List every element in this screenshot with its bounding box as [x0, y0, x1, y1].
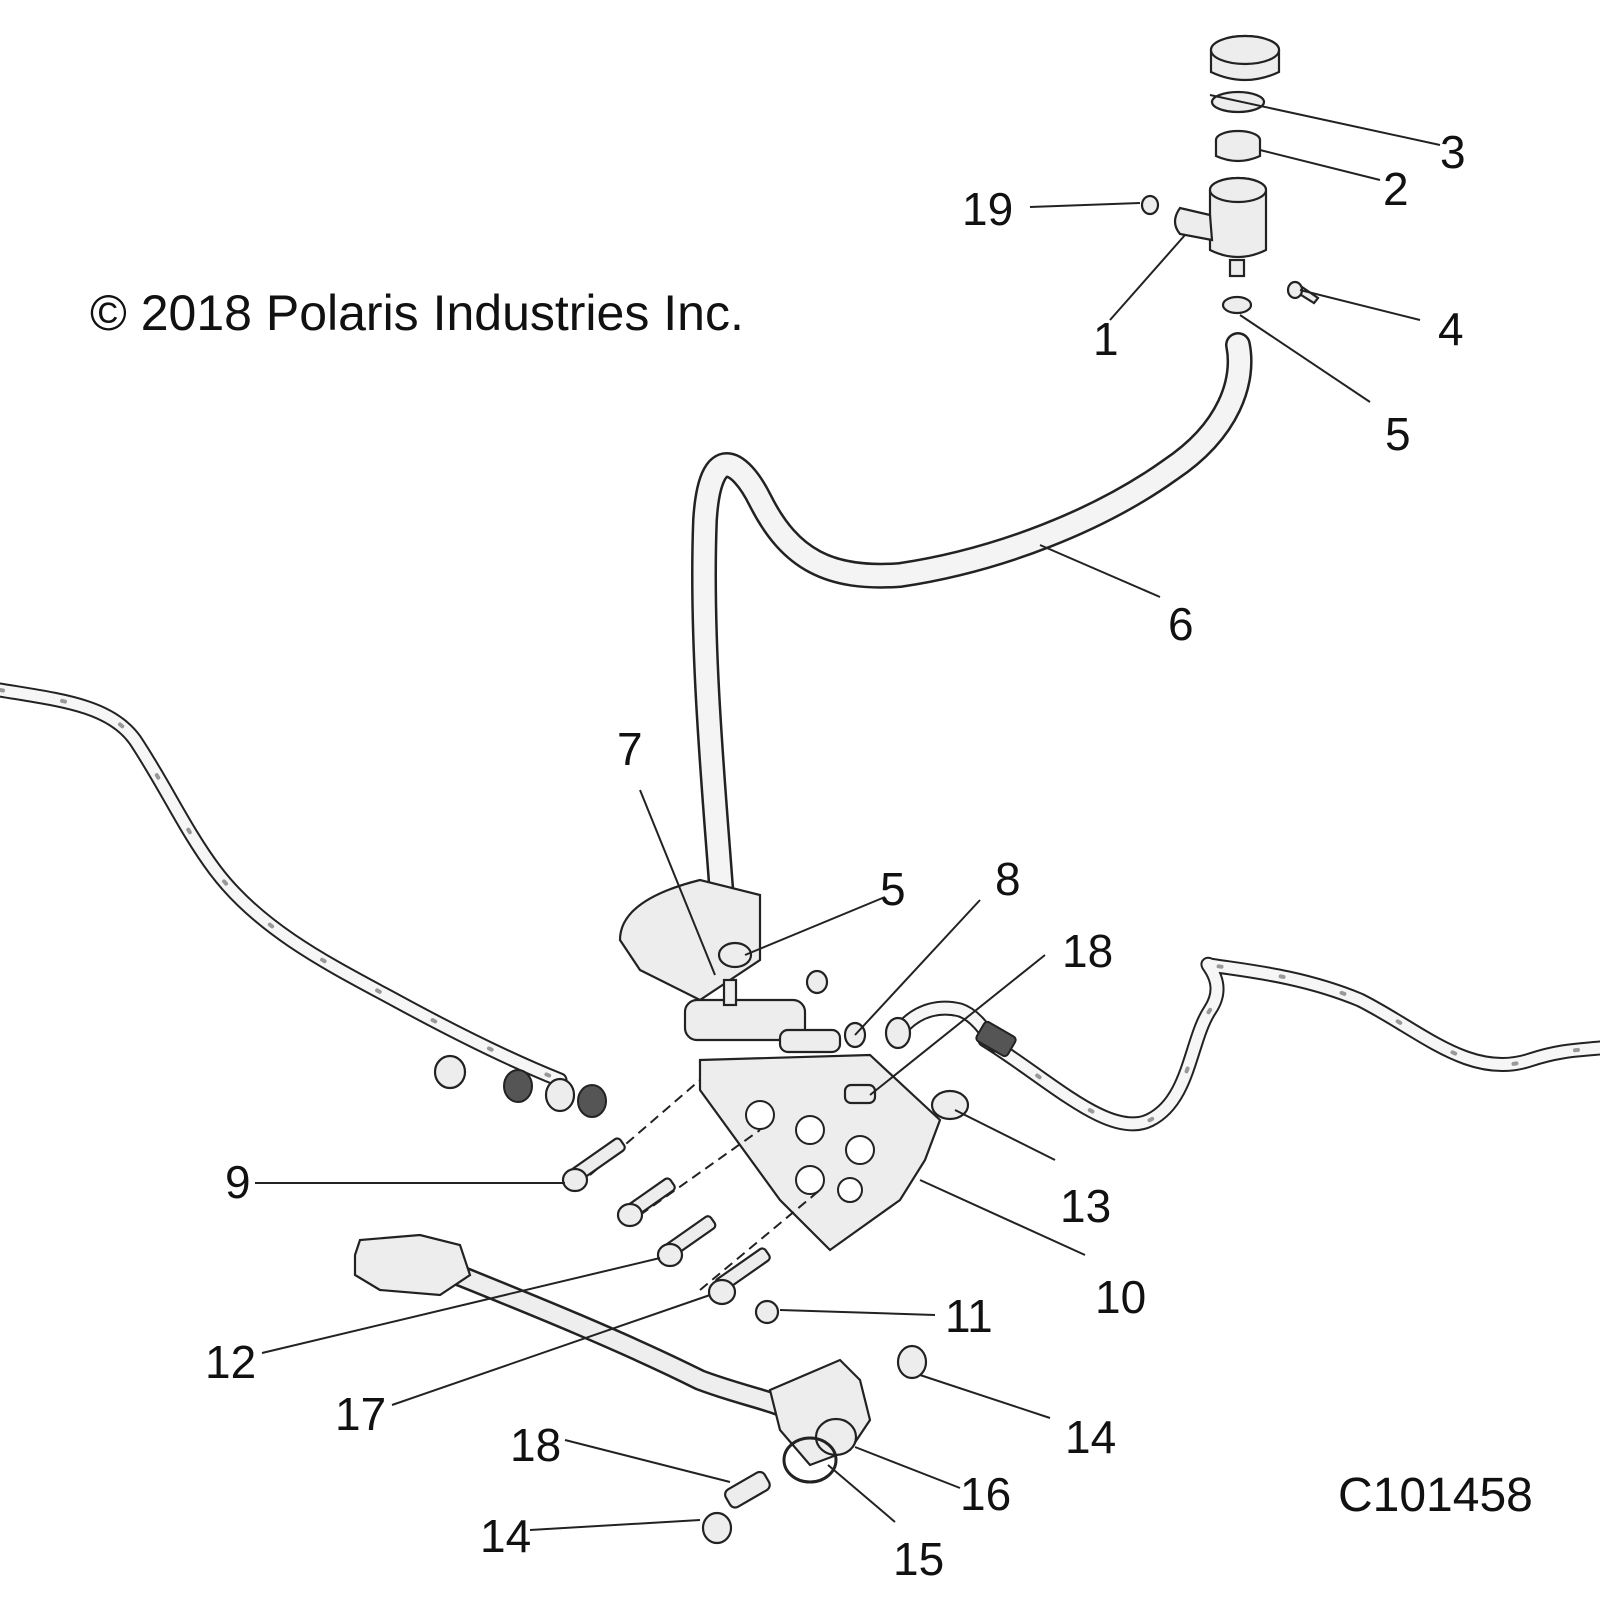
leader-lines: [255, 94, 1441, 1531]
brake-pedal: [353, 1233, 928, 1545]
callout-18-upper: 18: [1062, 925, 1113, 977]
callout-2: 2: [1383, 163, 1409, 215]
callout-12: 12: [205, 1336, 256, 1388]
callout-6: 6: [1168, 598, 1194, 650]
master-cylinder: [683, 998, 807, 1042]
callout-19: 19: [962, 183, 1013, 235]
callout-18-lower: 18: [510, 1419, 561, 1471]
callout-14-upper: 14: [1065, 1411, 1116, 1463]
reservoir-assembly: [1140, 34, 1320, 315]
callout-9: 9: [225, 1156, 251, 1208]
callout-10: 10: [1095, 1271, 1146, 1323]
callout-1: 1: [1093, 313, 1119, 365]
nut: [1140, 194, 1160, 216]
right-brake-line: [884, 956, 1600, 1132]
hose-clamp-lower: [717, 941, 753, 969]
line-fittings: [433, 1054, 607, 1118]
callout-5-upper: 5: [1385, 408, 1411, 460]
bolts: [561, 1079, 821, 1325]
callout-8: 8: [995, 853, 1021, 905]
callouts: 3 2 19 1 4 5 6 7 5 8 18 9 13 10 11 12 17…: [205, 126, 1466, 1585]
callout-15: 15: [893, 1533, 944, 1585]
heat-shield: [618, 878, 762, 1002]
master-cylinder-assembly: [618, 878, 970, 1252]
pedal-pad: [353, 1233, 472, 1297]
hose-clamp: [1221, 295, 1253, 315]
pivot-sleeve: [843, 1083, 877, 1105]
bushing-14-upper: [896, 1344, 928, 1380]
left-brake-line: [0, 682, 568, 1088]
return-spring: [782, 1436, 838, 1484]
callout-13: 13: [1060, 1180, 1111, 1232]
callout-4: 4: [1438, 303, 1464, 355]
pivot-sleeve-lower: [724, 1470, 771, 1509]
bushing-14-lower: [701, 1511, 733, 1545]
callout-16: 16: [960, 1468, 1011, 1520]
callout-11: 11: [945, 1290, 993, 1342]
figure-id: C101458: [1338, 1469, 1533, 1522]
callout-14-lower: 14: [480, 1510, 531, 1562]
callout-7: 7: [617, 723, 643, 775]
callout-3: 3: [1440, 126, 1466, 178]
pedal-bracket: [698, 1053, 942, 1252]
copyright-notice: © 2018 Polaris Industries Inc.: [90, 285, 744, 341]
reservoir-hose: [691, 332, 1253, 913]
callout-17: 17: [335, 1388, 386, 1440]
callout-5-lower: 5: [880, 863, 906, 915]
